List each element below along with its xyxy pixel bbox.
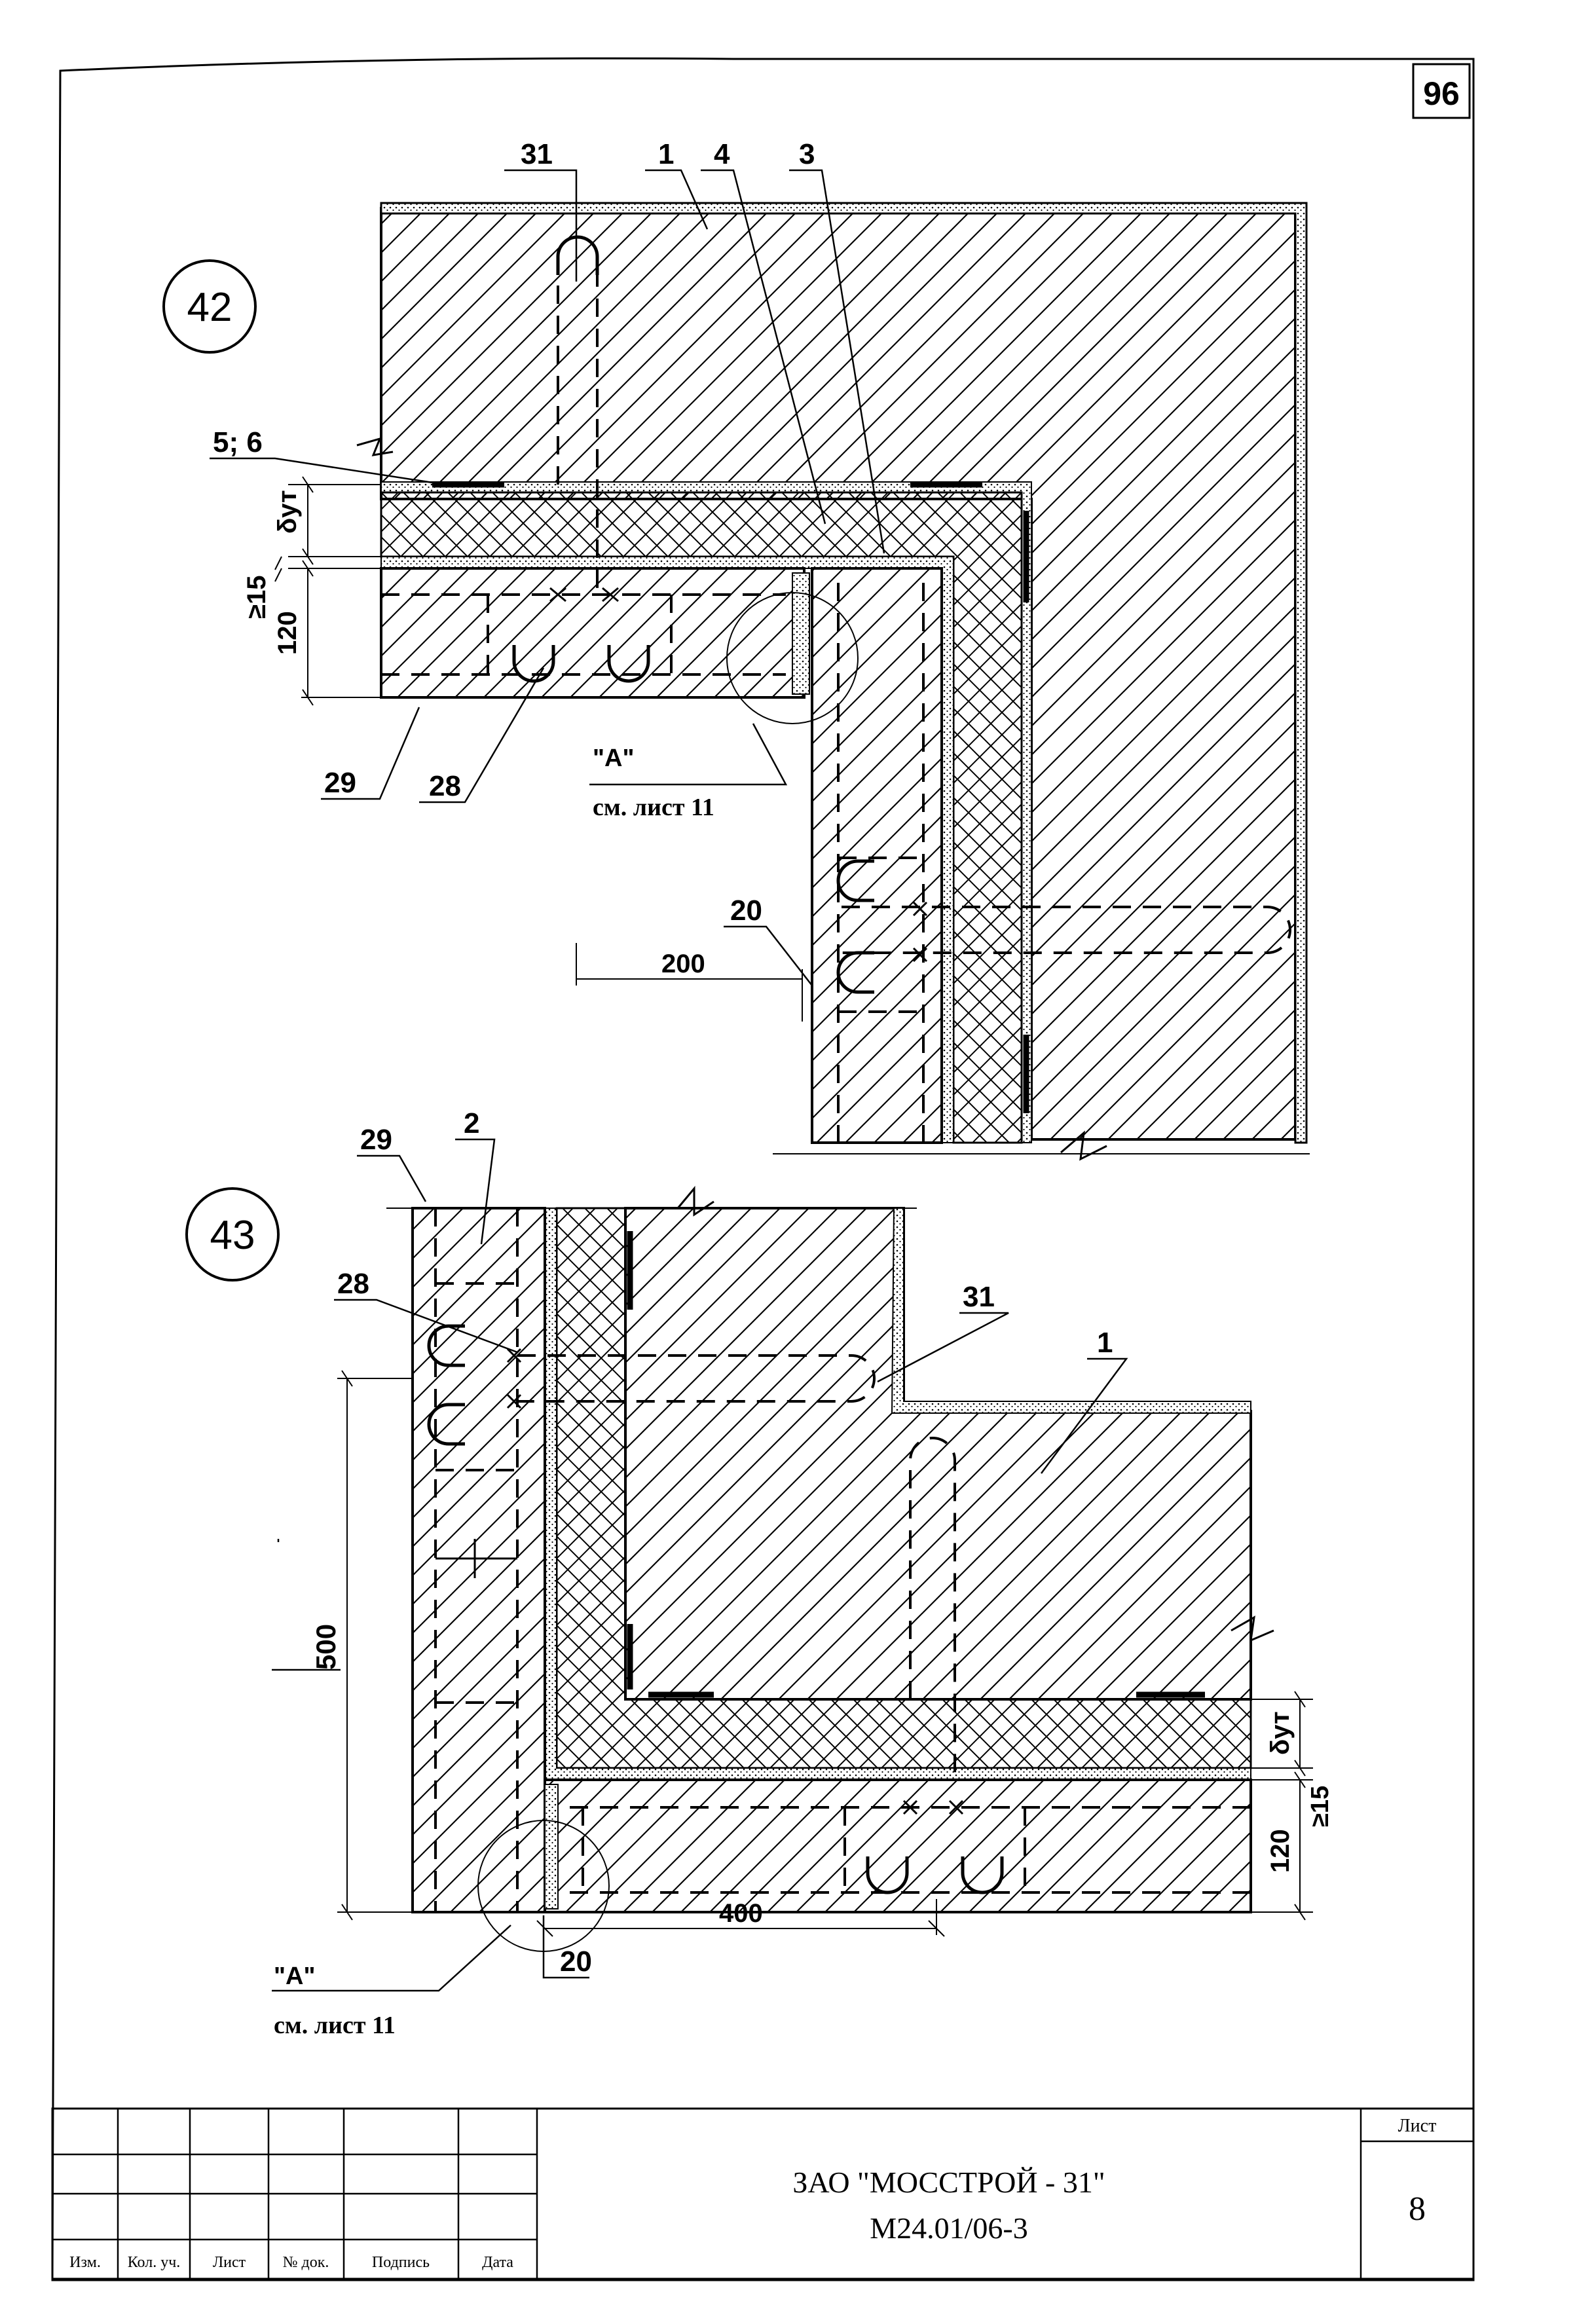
document-code: М24.01/06-3 (870, 2211, 1028, 2245)
callout-31b: 31 (963, 1281, 995, 1313)
callout-20b: 20 (560, 1946, 592, 1978)
ref-a-sheet-b: см. лист 11 (274, 2012, 396, 2039)
dim-200: 200 (661, 950, 705, 978)
callout-4: 4 (714, 138, 730, 170)
callout-2: 2 (464, 1107, 479, 1139)
sheet-label: Лист (1398, 2116, 1437, 2136)
dim-gap: ≥15 (242, 576, 271, 619)
ref-a-label-b: "А" (274, 1963, 315, 1990)
dim-120: 120 (273, 611, 302, 655)
dim-400: 400 (719, 1899, 763, 1928)
callout-28: 28 (429, 770, 461, 802)
ref-a-label: "А" (593, 745, 634, 772)
col-izm: Изм. (69, 2254, 101, 2271)
company-name: ЗАО "МОССТРОЙ - 31" (792, 2166, 1105, 2199)
dim-120-b: 120 (1266, 1829, 1295, 1873)
callout-3: 3 (799, 138, 815, 170)
col-list: Лист (213, 2254, 246, 2271)
callout-29: 29 (324, 767, 356, 799)
col-sign: Подпись (372, 2254, 430, 2271)
callout-1: 1 (658, 138, 674, 170)
dim-insul-b: δут (1266, 1711, 1295, 1755)
detail-43-id: 43 (210, 1213, 255, 1258)
sheet-number: 96 (1423, 75, 1460, 112)
callout-29b: 29 (360, 1124, 392, 1156)
col-date: Дата (482, 2254, 513, 2271)
sheet-no: 8 (1409, 2190, 1426, 2228)
callout-1b: 1 (1097, 1327, 1113, 1359)
callout-20: 20 (730, 895, 762, 927)
title-block: Изм. Кол. уч. Лист № док. Подпись Дата З… (51, 2107, 1475, 2281)
col-kol-uch: Кол. уч. (128, 2254, 181, 2271)
ref-a-sheet: см. лист 11 (593, 794, 714, 821)
dim-insul: δут (273, 490, 302, 534)
dim-500: 500 (310, 1624, 341, 1670)
col-doc: № док. (283, 2254, 329, 2271)
detail-43: 43 29 2 28 31 1 20 500 4 (185, 1107, 1334, 2039)
detail-42: 42 31 1 4 3 5; 6 29 28 20 δут (162, 138, 1310, 1161)
callout-31: 31 (521, 138, 553, 170)
detail-42-id: 42 (187, 285, 232, 330)
dim-gap-b: ≥15 (1306, 1786, 1334, 1827)
callout-28b: 28 (337, 1268, 369, 1300)
callout-5-6: 5; 6 (213, 426, 263, 458)
